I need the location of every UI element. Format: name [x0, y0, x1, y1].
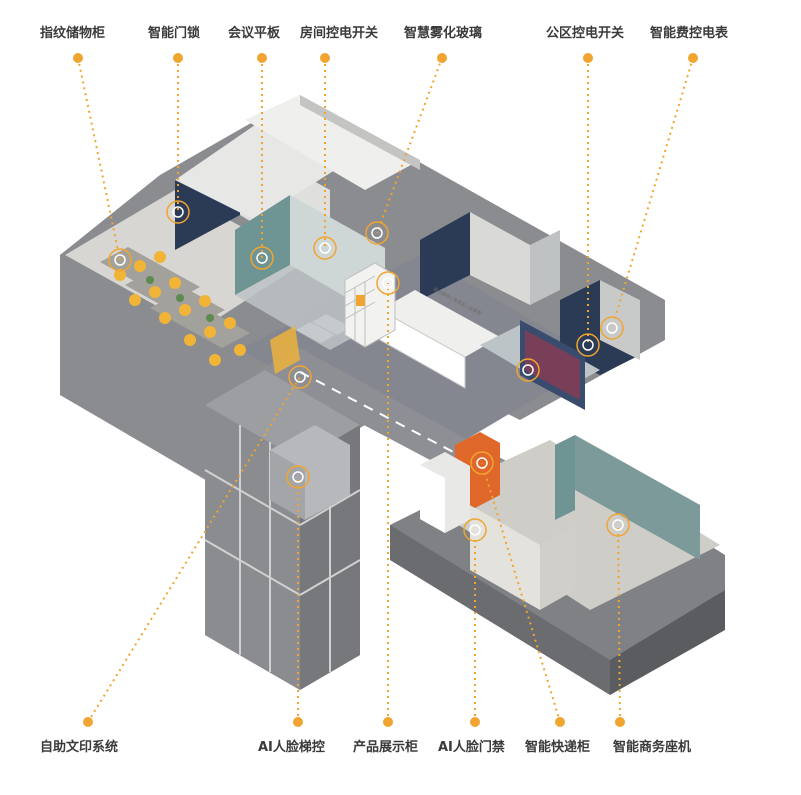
label-ai-face-access: AI人脸门禁 — [438, 740, 505, 755]
leader-lines — [77, 57, 694, 723]
label-smart-business-phone: 智能商务座机 — [613, 740, 692, 755]
label-smart-fog-glass: 智慧雾化玻璃 — [404, 26, 483, 41]
label-self-service-print: 自助文印系统 — [40, 740, 119, 755]
label-room-power-switch: 房间控电开关 — [300, 26, 379, 41]
device-markers — [108, 200, 630, 542]
label-smart-parcel-locker: 智能快递柜 — [525, 740, 591, 755]
rooms — [175, 95, 700, 610]
door-panel — [270, 326, 300, 374]
label-ai-face-elevator: AI人脸梯控 — [258, 740, 325, 755]
label-smart-prepaid-meter: 智能费控电表 — [650, 26, 729, 41]
label-public-power-switch: 公区控电开关 — [546, 26, 625, 41]
elevator-shaft — [204, 370, 361, 690]
label-meeting-tablet: 会议平板 — [228, 26, 281, 41]
label-smart-door-lock: 智能门锁 — [148, 26, 201, 41]
label-fingerprint-locker: 指纹储物柜 — [40, 26, 106, 41]
label-product-display-cabinet: 产品展示柜 — [353, 740, 419, 755]
display-cabinet — [344, 262, 396, 348]
endpoint-dots — [73, 53, 698, 727]
